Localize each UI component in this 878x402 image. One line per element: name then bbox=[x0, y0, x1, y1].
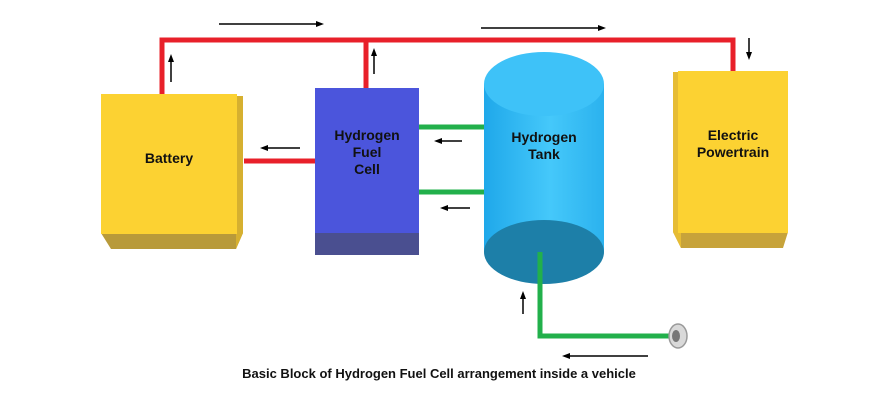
fuel-cell-block bbox=[315, 88, 419, 255]
powertrain-label-line-2: Powertrain bbox=[696, 144, 770, 160]
fuel-cell-label-line-3: Cell bbox=[354, 161, 380, 177]
tank-label-line-2: Tank bbox=[528, 146, 560, 162]
hydrogen-pipes bbox=[419, 124, 494, 195]
refuel-pipe bbox=[537, 252, 672, 339]
battery-bottom-face bbox=[101, 233, 243, 249]
fuel-cell-bottom-face bbox=[315, 233, 419, 255]
powertrain-bottom-face bbox=[673, 232, 788, 248]
fuel-cell-front-face bbox=[315, 88, 419, 255]
diagram-caption: Basic Block of Hydrogen Fuel Cell arrang… bbox=[242, 366, 636, 381]
fuel-cell-label-line-1: Hydrogen bbox=[334, 127, 400, 143]
arrow-down-powertrain bbox=[746, 38, 752, 60]
powertrain-block bbox=[673, 71, 788, 248]
arrow-up-fuel-cell bbox=[371, 48, 377, 74]
powertrain-label-line-1: Electric bbox=[707, 127, 759, 143]
electric-bus-wire bbox=[159, 37, 736, 96]
arrow-left-pipe-upper bbox=[434, 138, 462, 144]
refuel-nozzle-hole bbox=[672, 330, 680, 342]
fuel-cell-label-line-2: Fuel bbox=[352, 144, 382, 160]
battery-front-face bbox=[101, 94, 237, 234]
arrow-up-battery bbox=[168, 54, 174, 82]
powertrain-front-face bbox=[678, 71, 788, 233]
hydrogen-tank bbox=[484, 52, 604, 284]
arrow-left-pipe-lower bbox=[440, 205, 470, 211]
flow-arrows bbox=[168, 21, 752, 359]
electric-wires bbox=[159, 37, 736, 164]
arrow-left-to-battery bbox=[260, 145, 300, 151]
tank-label-line-1: Hydrogen bbox=[511, 129, 577, 145]
arrow-up-refuel bbox=[520, 291, 526, 314]
tank-top bbox=[484, 52, 604, 116]
powertrain-label: Electric Powertrain bbox=[678, 127, 788, 161]
fuel-cell-label: Hydrogen Fuel Cell bbox=[315, 127, 419, 178]
refuel-line bbox=[537, 252, 688, 349]
tank-label: Hydrogen Tank bbox=[484, 129, 604, 163]
battery-side-face bbox=[236, 96, 243, 249]
arrow-left-refuel bbox=[562, 353, 648, 359]
tank-base bbox=[484, 220, 604, 284]
battery-block bbox=[101, 94, 243, 249]
battery-label-text: Battery bbox=[144, 150, 194, 166]
arrow-right-top-left bbox=[219, 21, 324, 27]
arrow-right-top-right bbox=[481, 25, 606, 31]
battery-label: Battery bbox=[101, 150, 237, 167]
